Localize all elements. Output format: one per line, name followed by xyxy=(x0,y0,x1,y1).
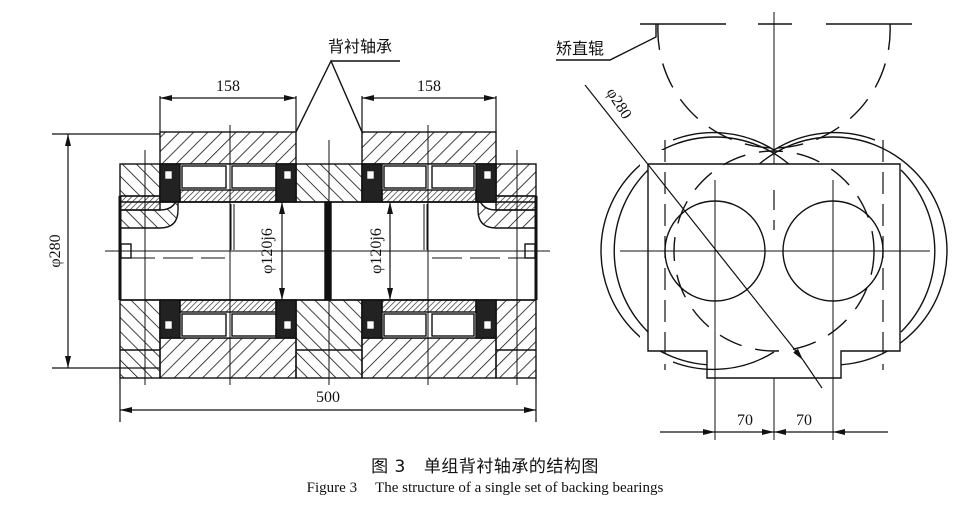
callout-backing-bearing: 背衬轴承 xyxy=(328,37,392,56)
dim-line-phi280-right xyxy=(584,84,804,361)
housing-left-top xyxy=(159,131,297,165)
caption-en-text: The structure of a single set of backing… xyxy=(375,480,664,496)
dim-label-158-left: 158 xyxy=(216,78,240,95)
end-cap-right-mid xyxy=(495,195,537,211)
end-cap-left-bottom xyxy=(119,299,161,379)
roller-callout-leader xyxy=(556,24,657,61)
end-cap-left-top xyxy=(119,163,161,197)
right-end-view xyxy=(556,12,948,440)
end-cap-right-top xyxy=(495,163,537,197)
dim-label-500: 500 xyxy=(316,389,340,406)
housing-right-top xyxy=(361,131,497,165)
end-cap-right-fillet xyxy=(477,189,537,229)
caption-en-label: Figure 3 xyxy=(306,480,358,496)
figure-caption-english: Figure 3 The structure of a single set of… xyxy=(0,480,970,497)
dim-label-phi280-left: φ280 xyxy=(47,234,64,267)
callout-straightening-roller: 矫直辊 xyxy=(556,39,604,58)
end-cap-right-bottom xyxy=(495,299,537,379)
housing-outline xyxy=(647,163,901,379)
dim-label-70-right: 70 xyxy=(796,412,812,429)
left-section-view xyxy=(52,59,550,422)
end-cap-left-mid xyxy=(119,195,161,211)
caption-zh-text: 单组背衬轴承的结构图 xyxy=(423,457,599,477)
end-cap-left-fillet xyxy=(119,189,179,229)
dim-label-70-left: 70 xyxy=(737,412,753,429)
caption-zh-label: 图 3 xyxy=(371,457,406,477)
straightening-roller-right-arc xyxy=(773,23,891,149)
housing-left-bottom xyxy=(159,337,297,379)
engineering-drawing: 背衬轴承 158 158 φ280 φ120j6 φ120j6 500 xyxy=(47,12,948,440)
figure-caption-chinese: 图 3 单组背衬轴承的结构图 xyxy=(0,452,970,477)
dim-label-158-right: 158 xyxy=(417,78,441,95)
dim-label-shaft-right: φ120j6 xyxy=(368,228,385,274)
bearing-left xyxy=(159,163,297,339)
straightening-roller-left-arc xyxy=(657,23,775,149)
dim-label-phi280-right: φ280 xyxy=(603,85,635,122)
dim-label-shaft-left: φ120j6 xyxy=(259,228,276,274)
housing-right-bottom xyxy=(361,337,497,379)
bearing-callout-leader xyxy=(295,59,363,133)
